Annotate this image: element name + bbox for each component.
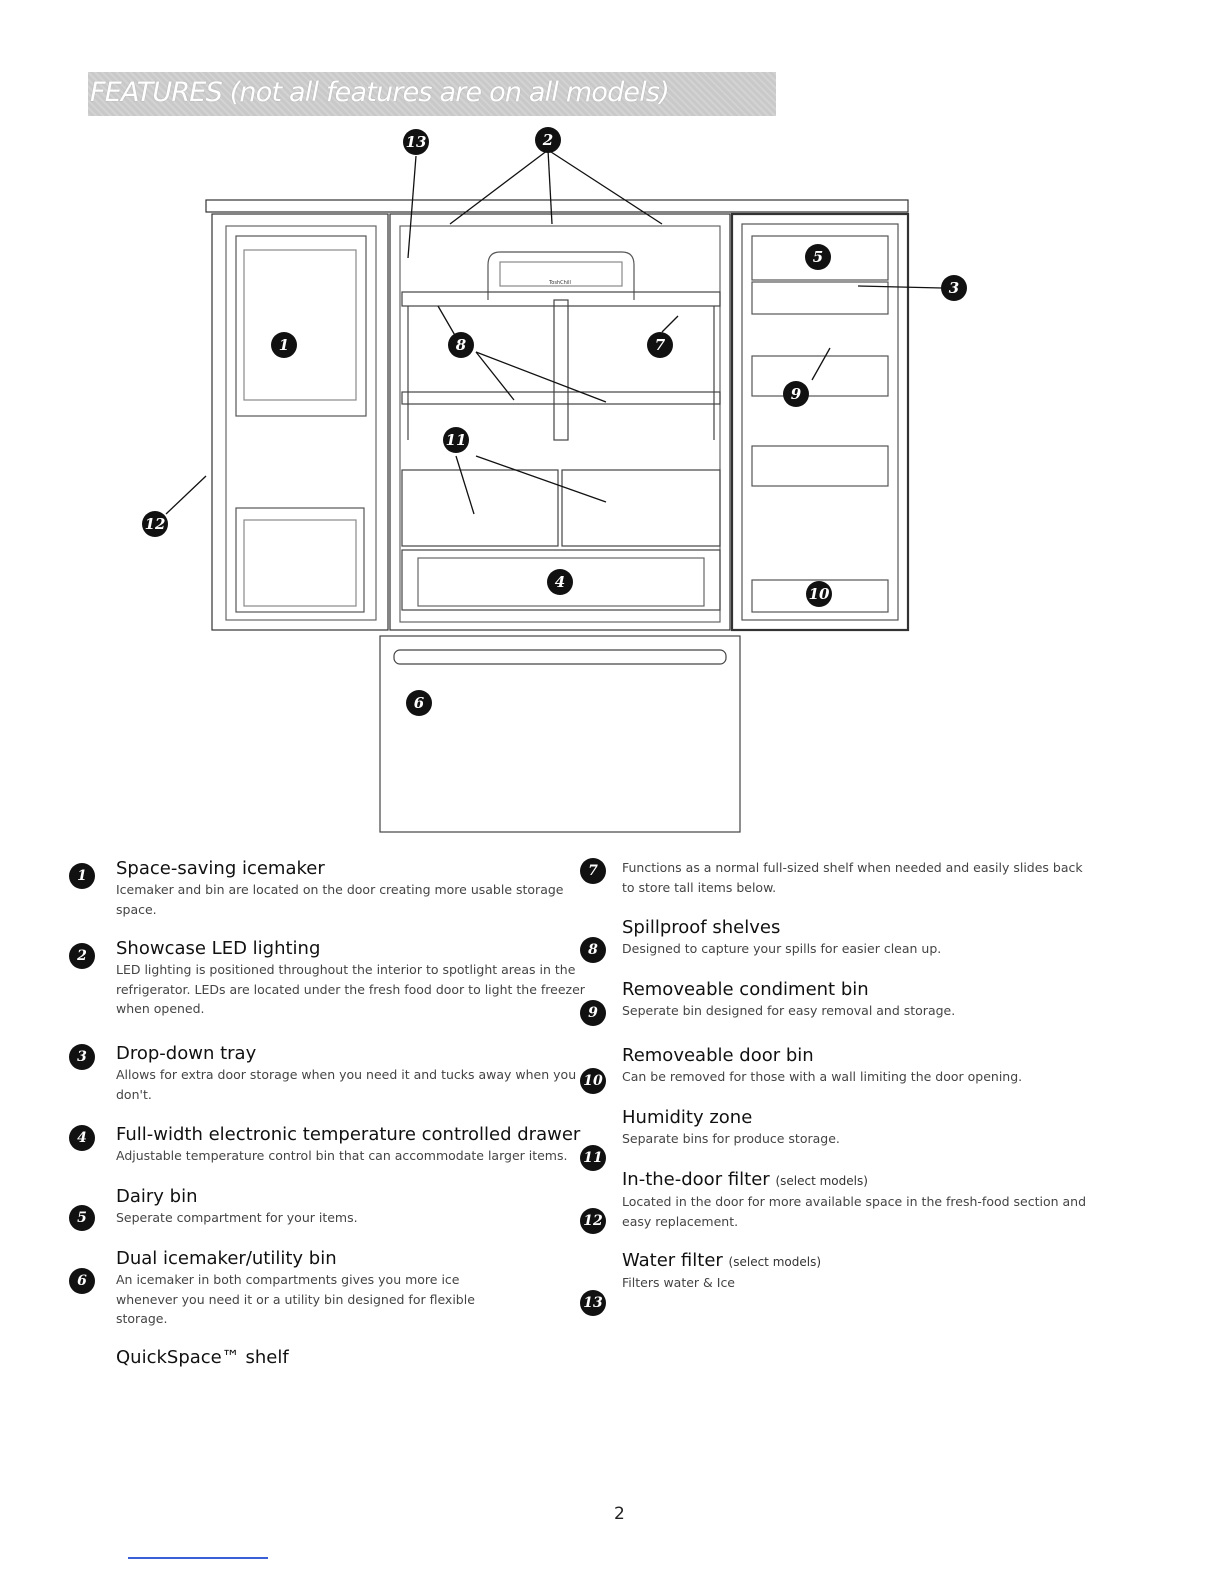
- feature-9: Removeable condiment bin Seperate bin de…: [622, 979, 1092, 1021]
- callout-9: [783, 381, 809, 407]
- badge-2: 2: [69, 943, 95, 969]
- feature-description: Can be removed for those with a wall lim…: [622, 1069, 1023, 1084]
- footer-divider: [128, 1557, 268, 1559]
- badge-5: 5: [69, 1205, 95, 1231]
- svg-text:5: 5: [813, 248, 823, 266]
- left-door: [211, 213, 389, 631]
- callout-8: [448, 332, 474, 358]
- right-door: [730, 212, 910, 632]
- fresh-food-compartment: [389, 213, 731, 631]
- svg-text:2: 2: [542, 131, 553, 149]
- callout-7: [647, 332, 673, 358]
- callout-2: [535, 127, 561, 153]
- refrigerator-diagram: 1 2 3 4 5 6 7 8 9 10 11 12 13 ToshChill: [142, 127, 967, 833]
- badge-1: 1: [69, 863, 95, 889]
- feature-title: Removeable door bin: [622, 1045, 814, 1066]
- feature-title: Space-saving icemaker: [116, 858, 325, 879]
- feature-description: Allows for extra door storage when you n…: [116, 1067, 577, 1102]
- feature-11: Humidity zone Separate bins for produce …: [622, 1107, 1092, 1149]
- feature-description: Designed to capture your spills for easi…: [622, 941, 942, 956]
- svg-text:11: 11: [446, 431, 467, 449]
- feature-title: Removeable condiment bin: [622, 979, 869, 1000]
- feature-description: Icemaker and bin are located on the door…: [116, 882, 564, 917]
- feature-7-title: QuickSpace™ shelf: [116, 1347, 416, 1369]
- badge-10: 10: [580, 1068, 606, 1094]
- svg-text:13: 13: [406, 133, 427, 151]
- svg-text:6: 6: [414, 694, 425, 712]
- feature-6: Dual icemaker/utility bin An icemaker in…: [116, 1248, 486, 1329]
- feature-title: In-the-door filter: [622, 1169, 770, 1190]
- feature-title-line: Water filter (select models): [622, 1250, 1092, 1273]
- feature-title: Drop-down tray: [116, 1043, 257, 1064]
- feature-title: Dual icemaker/utility bin: [116, 1248, 337, 1269]
- feature-1: Space-saving icemaker Icemaker and bin a…: [116, 858, 596, 919]
- feature-title: Showcase LED lighting: [116, 938, 321, 959]
- badge-13: 13: [580, 1290, 606, 1316]
- callout-1: [271, 332, 297, 358]
- feature-8: Spillproof shelves Designed to capture y…: [622, 917, 1092, 959]
- callout-6: [406, 690, 432, 716]
- panel-brand-label: ToshChill: [548, 280, 571, 286]
- feature-title: Dairy bin: [116, 1186, 198, 1207]
- feature-description: An icemaker in both compartments gives y…: [116, 1272, 475, 1326]
- svg-text:3: 3: [949, 279, 959, 297]
- feature-description: Adjustable temperature control bin that …: [116, 1148, 568, 1163]
- callout-12: [142, 511, 168, 537]
- badge-11: 11: [580, 1145, 606, 1171]
- feature-description: LED lighting is positioned throughout th…: [116, 962, 585, 1016]
- features-banner: FEATURES (not all features are on all mo…: [88, 72, 776, 116]
- feature-title: Humidity zone: [622, 1107, 753, 1128]
- feature-5: Dairy bin Seperate compartment for your …: [116, 1186, 566, 1228]
- feature-title: QuickSpace™ shelf: [116, 1347, 289, 1368]
- svg-text:12: 12: [145, 515, 166, 533]
- cabinet-top: [205, 199, 909, 213]
- page-title: FEATURES (not all features are on all mo…: [90, 77, 670, 108]
- badge-12: 12: [580, 1208, 606, 1234]
- feature-10: Removeable door bin Can be removed for t…: [622, 1045, 1092, 1087]
- feature-title: Water filter: [622, 1250, 723, 1271]
- badge-4: 4: [69, 1125, 95, 1151]
- callout-10: [806, 581, 832, 607]
- callout-3: [941, 275, 967, 301]
- feature-title: Full-width electronic temperature contro…: [116, 1124, 581, 1145]
- badge-7: 7: [580, 858, 606, 884]
- badge-3: 3: [69, 1044, 95, 1070]
- feature-7: Functions as a normal full-sized shelf w…: [622, 858, 1092, 897]
- feature-13: Water filter (select models) Filters wat…: [622, 1250, 1092, 1293]
- callout-13: [403, 129, 429, 155]
- callout-11: [443, 427, 469, 453]
- feature-description: Located in the door for more available s…: [622, 1194, 1087, 1229]
- feature-2: Showcase LED lighting LED lighting is po…: [116, 938, 588, 1019]
- feature-12: In-the-door filter (select models) Locat…: [622, 1169, 1102, 1231]
- feature-title: Spillproof shelves: [622, 917, 781, 938]
- feature-description: Functions as a normal full-sized shelf w…: [622, 860, 1083, 895]
- feature-description: Filters water & Ice: [622, 1275, 736, 1290]
- callout-4: [547, 569, 573, 595]
- feature-note: (select models): [775, 1174, 868, 1188]
- feature-description: Separate bins for produce storage.: [622, 1131, 840, 1146]
- feature-3: Drop-down tray Allows for extra door sto…: [116, 1043, 584, 1104]
- svg-text:10: 10: [809, 585, 830, 603]
- svg-text:4: 4: [555, 573, 565, 591]
- svg-text:9: 9: [791, 385, 802, 403]
- badge-6: 6: [69, 1268, 95, 1294]
- feature-description: Seperate compartment for your items.: [116, 1210, 358, 1225]
- svg-text:1: 1: [279, 336, 289, 354]
- callout-5: [805, 244, 831, 270]
- badge-9: 9: [580, 1000, 606, 1026]
- badge-8: 8: [580, 937, 606, 963]
- feature-title-line: In-the-door filter (select models): [622, 1169, 1102, 1192]
- feature-4: Full-width electronic temperature contro…: [116, 1124, 606, 1166]
- svg-text:7: 7: [655, 336, 666, 354]
- feature-note: (select models): [728, 1255, 821, 1269]
- page-number: 2: [614, 1504, 625, 1524]
- feature-description: Seperate bin designed for easy removal a…: [622, 1003, 956, 1018]
- svg-text:8: 8: [456, 336, 467, 354]
